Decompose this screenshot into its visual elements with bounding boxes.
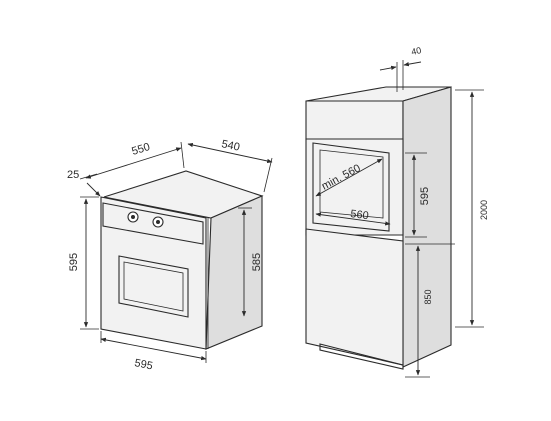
cabinet-niche-opening — [312, 142, 390, 232]
cabinet-dim-lower-height: 850 — [405, 243, 455, 378]
oven-control-strip — [102, 202, 204, 245]
oven-door-window-frame — [118, 255, 189, 318]
oven-dim-depth-total: 550 — [85, 141, 185, 179]
oven-knob-left-center — [131, 215, 135, 219]
cabinet-side-face — [402, 86, 452, 368]
oven-dim-front-offset: 25 — [67, 169, 101, 197]
cabinet-dim-niche-height: 595 — [405, 152, 431, 238]
dim-label-depth-total: 550 — [130, 141, 151, 158]
oven-knob-right-center — [156, 220, 160, 224]
cabinet-dim-niche-width: 560 — [315, 208, 391, 226]
oven-door-window — [123, 261, 184, 312]
dim-label-niche-height: 595 — [419, 187, 431, 205]
dim-label-depth-body: 540 — [220, 138, 240, 154]
dim-label-lower-height: 850 — [423, 289, 433, 304]
dim-label-niche-width: 560 — [350, 208, 370, 222]
cabinet-dim-top-gap: 40 — [379, 45, 422, 92]
oven-side-face — [205, 195, 263, 350]
cabinet-dim-total-height: 2000 — [455, 89, 489, 328]
dim-label-height-body: 585 — [251, 253, 263, 271]
cabinet-plinth — [319, 343, 404, 370]
oven-dim-height-front: 595 — [68, 196, 99, 330]
oven-drawing — [100, 170, 264, 350]
cabinet-upper-front — [305, 100, 404, 140]
dim-label-front-offset: 25 — [67, 169, 79, 181]
oven-dim-height-body: 585 — [238, 207, 263, 317]
oven-dim-width: 595 — [100, 331, 207, 372]
dim-label-top-gap: 40 — [410, 45, 422, 57]
cabinet-drawing — [305, 86, 452, 370]
oven-dim-depth-body: 540 — [187, 138, 273, 193]
dim-label-total-height: 2000 — [479, 200, 489, 220]
dim-label-width: 595 — [133, 357, 153, 372]
dim-label-height-front: 595 — [68, 253, 80, 271]
